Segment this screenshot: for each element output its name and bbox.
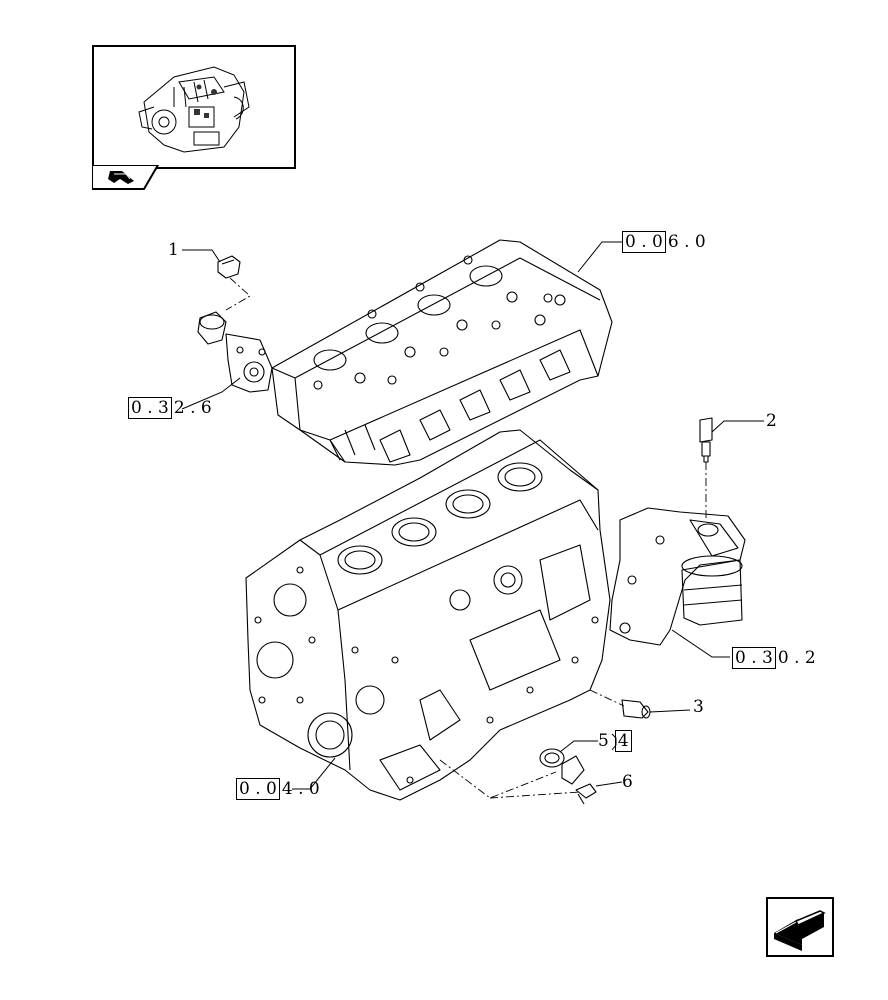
plug-3 [621, 699, 651, 719]
ref-oil-filter-boxed: 0 . 3 [732, 647, 776, 669]
leader-1 [182, 249, 221, 263]
ref-cylinder-head-rest: 6 . 0 [667, 232, 706, 252]
hand-pointer-icon [108, 171, 134, 184]
ref-oil-filter-rest: 0 . 2 [777, 648, 816, 668]
oil-filter-assembly [609, 507, 746, 646]
sensor-2 [699, 417, 713, 463]
ref-cylinder-head-boxed: 0 . 0 [622, 231, 666, 253]
thumbnail-tab[interactable] [92, 165, 162, 191]
leader-filter [671, 629, 730, 658]
ref-water-pump-boxed: 0 . 3 [128, 397, 172, 419]
callout-2: 2 [766, 411, 777, 431]
callout-6: 6 [622, 772, 633, 792]
callout-4: 4 [614, 730, 632, 752]
callout-3: 3 [693, 697, 704, 717]
leader-5 [559, 740, 598, 753]
gasket-5 [539, 748, 585, 785]
leader-block [292, 757, 336, 790]
ref-crankcase-boxed: 0 . 0 [236, 778, 280, 800]
thermostat-housing [197, 311, 273, 393]
sensor-1 [217, 255, 241, 279]
leader-head [577, 241, 622, 273]
leader-6 [595, 781, 623, 787]
ref-water-pump-rest: 2 . 6 [173, 398, 212, 418]
cylinder-head [271, 239, 613, 466]
crankcase [245, 429, 611, 801]
leader-3 [649, 709, 691, 713]
ref-crankcase-rest: 4 . 0 [281, 779, 320, 799]
next-page-arrow-icon [774, 910, 826, 951]
engine-thumbnail-icon [138, 66, 250, 153]
callout-5: 5 [598, 731, 609, 751]
callout-1: 1 [168, 240, 179, 260]
leader-2 [711, 420, 764, 433]
engine-thumbnail [92, 45, 296, 169]
next-page-button[interactable] [766, 897, 834, 957]
screw-6 [575, 783, 597, 805]
leader-pump [181, 377, 241, 410]
